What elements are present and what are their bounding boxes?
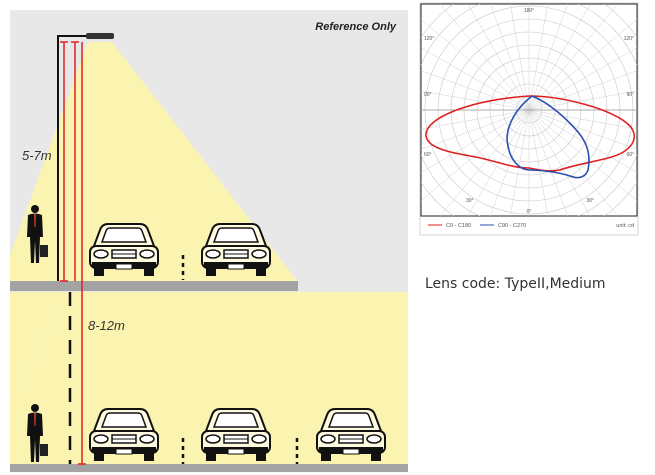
legend-unit: unit: cd [616,223,634,229]
polar-grid-spoke [528,109,568,216]
angle-label-120-right: 120° [624,36,634,42]
polar-grid-spoke [421,19,530,111]
polar-grid-spoke [421,109,530,130]
lens-code-label: Lens code: TypeII,Medium [425,276,606,292]
polar-grid-spoke [528,109,637,150]
polar-grid-spoke [528,4,619,111]
polar-grid-spoke [439,4,530,111]
polar-grid-spoke [528,109,591,216]
polar-grid-spoke [528,109,637,173]
reference-label: Reference Only [315,21,397,33]
legend-c90-c270: C90 - C270 [498,223,526,229]
series-c90-c270-curve [506,95,590,179]
angle-label-90-left: 90° [424,92,432,98]
polar-grid-spoke [528,90,637,111]
polar-grid-spoke [421,47,530,111]
car-lower-3 [316,408,386,462]
angle-label-30-right: 30° [586,198,594,204]
polar-grid-spoke [421,109,530,150]
polar-grid-spoke [528,4,568,111]
angle-label-90-right: 90° [626,92,634,98]
car-lower-1 [89,408,159,462]
polar-grid-spoke [528,4,548,111]
polar-grid-spoke [528,19,637,111]
polar-grid-spoke [528,47,637,111]
lower-height-label: 8-12m [88,318,125,333]
polar-grid-spoke [421,90,530,111]
luminaire-head [86,33,114,39]
polar-grid-spoke [490,4,530,111]
angle-label-120-left: 120° [424,36,434,42]
lower-light-beam-left [10,292,70,400]
polar-grid-spoke [467,4,530,111]
car-upper-2 [201,223,271,277]
polar-grid-spoke [528,4,591,111]
polar-grid-spoke [528,109,637,201]
upper-height-label: 5-7m [22,148,52,163]
polar-grid-spoke [510,4,530,111]
car-lower-2 [201,408,271,462]
angle-label-60-left: 60° [424,152,432,158]
angle-label-60-right: 60° [626,152,634,158]
polar-grid-spoke [490,109,530,216]
polar-grid-spoke [421,109,530,173]
angle-label-180: 180° [524,8,534,14]
polar-grid [421,4,637,216]
lower-floor [10,464,408,472]
pole-arm [57,35,88,40]
polar-grid-spoke [467,109,530,216]
polar-grid-spoke [421,109,530,201]
polar-chart: 180° 120° 120° 90° 90° 60° 60° 30° 30° 0… [419,2,639,236]
car-upper-1 [89,223,159,277]
angle-label-30-left: 30° [466,198,474,204]
angle-label-0: 0° [527,209,532,215]
polar-grid-spoke [510,109,530,216]
polar-grid-spoke [528,109,548,216]
upper-floor [10,281,298,291]
polar-grid-spoke [528,109,619,216]
legend-c0-c180: C0 - C180 [446,223,471,229]
polar-grid-spoke [421,70,530,111]
